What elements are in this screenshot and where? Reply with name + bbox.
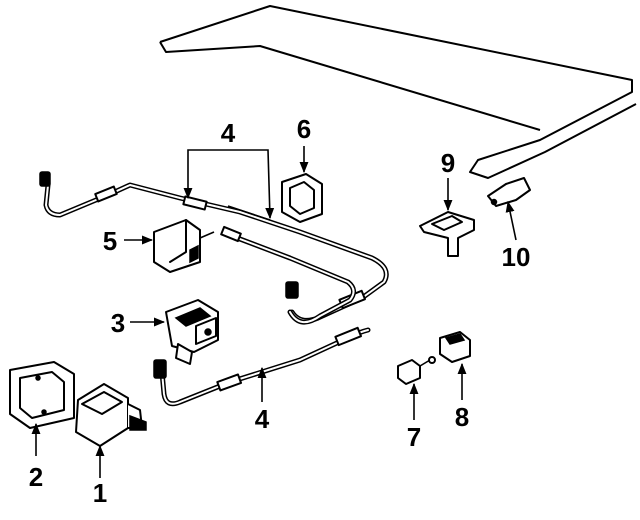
trunk-lid-outline xyxy=(159,5,637,179)
callout-8: 8 xyxy=(455,402,469,432)
trunk-switch xyxy=(281,173,323,223)
callout-5: 5 xyxy=(103,226,117,256)
handle-bezel xyxy=(9,361,75,429)
callout-7: 7 xyxy=(407,422,421,452)
release-handle xyxy=(75,383,147,447)
callout-6: 6 xyxy=(297,114,311,144)
callout-4-upper: 4 xyxy=(221,118,236,148)
courtesy-lamp xyxy=(397,356,436,385)
lock-cover xyxy=(153,219,215,273)
callout-3: 3 xyxy=(111,308,125,338)
callout-2: 2 xyxy=(29,462,43,492)
release-cable-upper xyxy=(39,171,389,323)
lock-actuator xyxy=(165,299,219,365)
striker-bracket xyxy=(419,211,475,257)
callout-9: 9 xyxy=(441,148,455,178)
bulb-socket xyxy=(439,331,471,363)
release-cable-lower xyxy=(153,326,371,407)
callout-4-lower: 4 xyxy=(255,404,270,434)
callout-1: 1 xyxy=(93,478,107,508)
callout-leaders xyxy=(31,146,517,478)
trunk-latch xyxy=(487,177,531,207)
release-cable-branch xyxy=(220,205,356,325)
callout-10: 10 xyxy=(502,242,531,272)
